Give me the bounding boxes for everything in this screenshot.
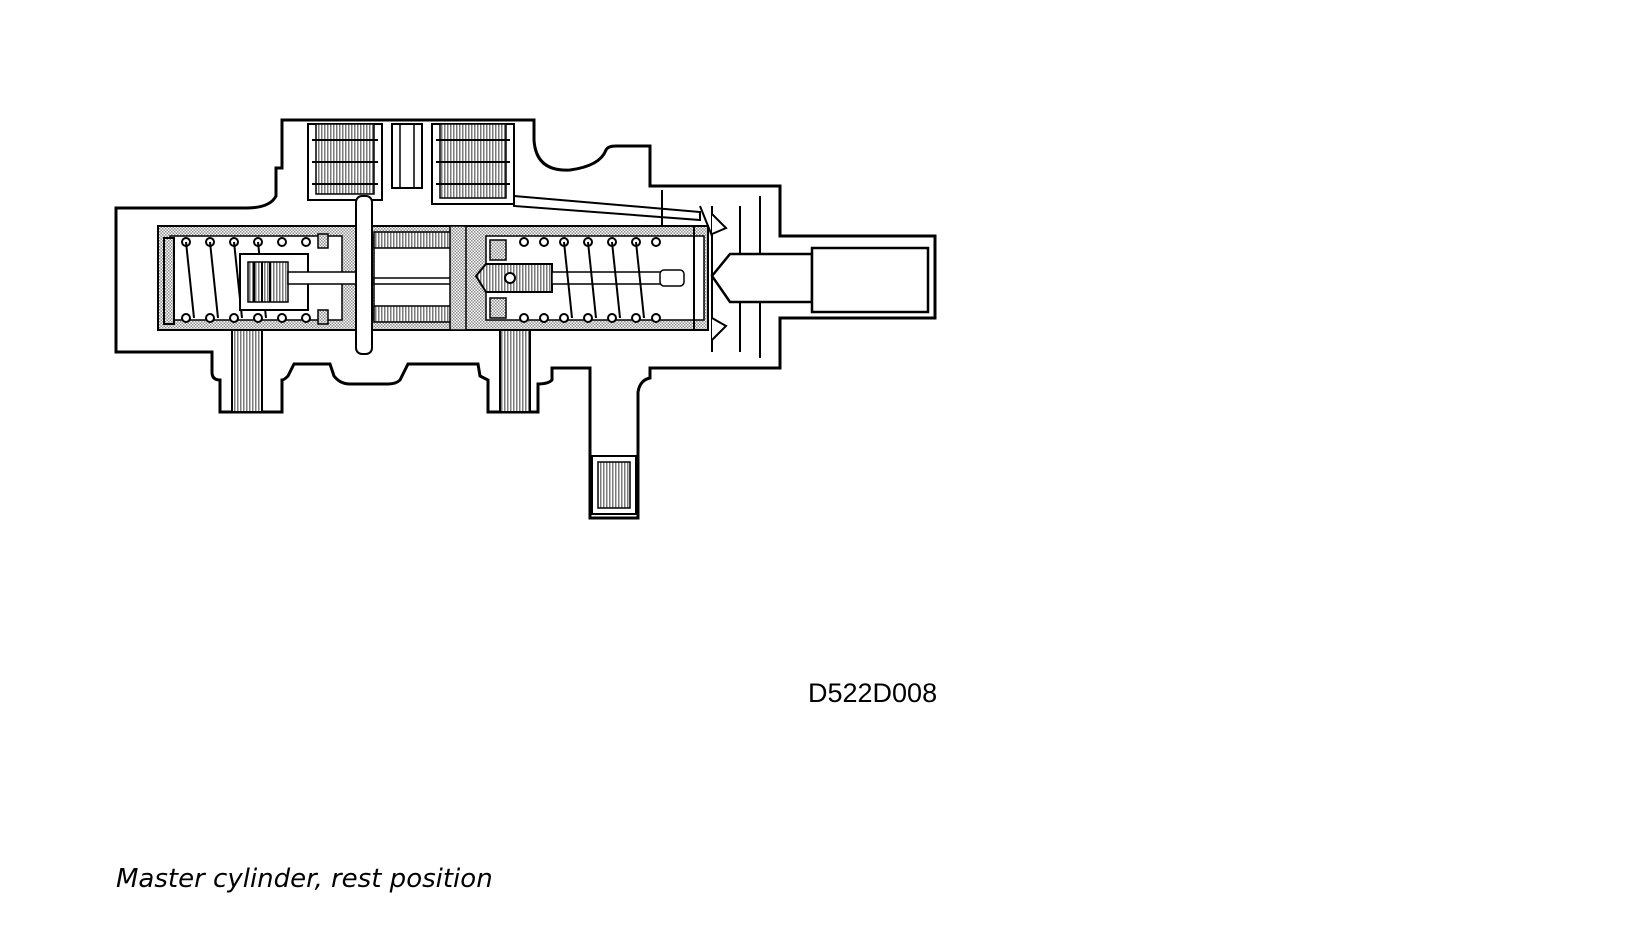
stop-pin <box>355 195 373 355</box>
figure-code: D522D008 <box>808 678 938 708</box>
figure-caption: Master cylinder, rest position <box>116 864 493 894</box>
primary-piston <box>449 225 685 331</box>
outlet-ports <box>231 329 637 515</box>
primary-spring <box>519 237 661 323</box>
reservoir-ports <box>307 123 713 237</box>
push-rod-end <box>693 196 930 358</box>
secondary-piston <box>239 233 359 325</box>
